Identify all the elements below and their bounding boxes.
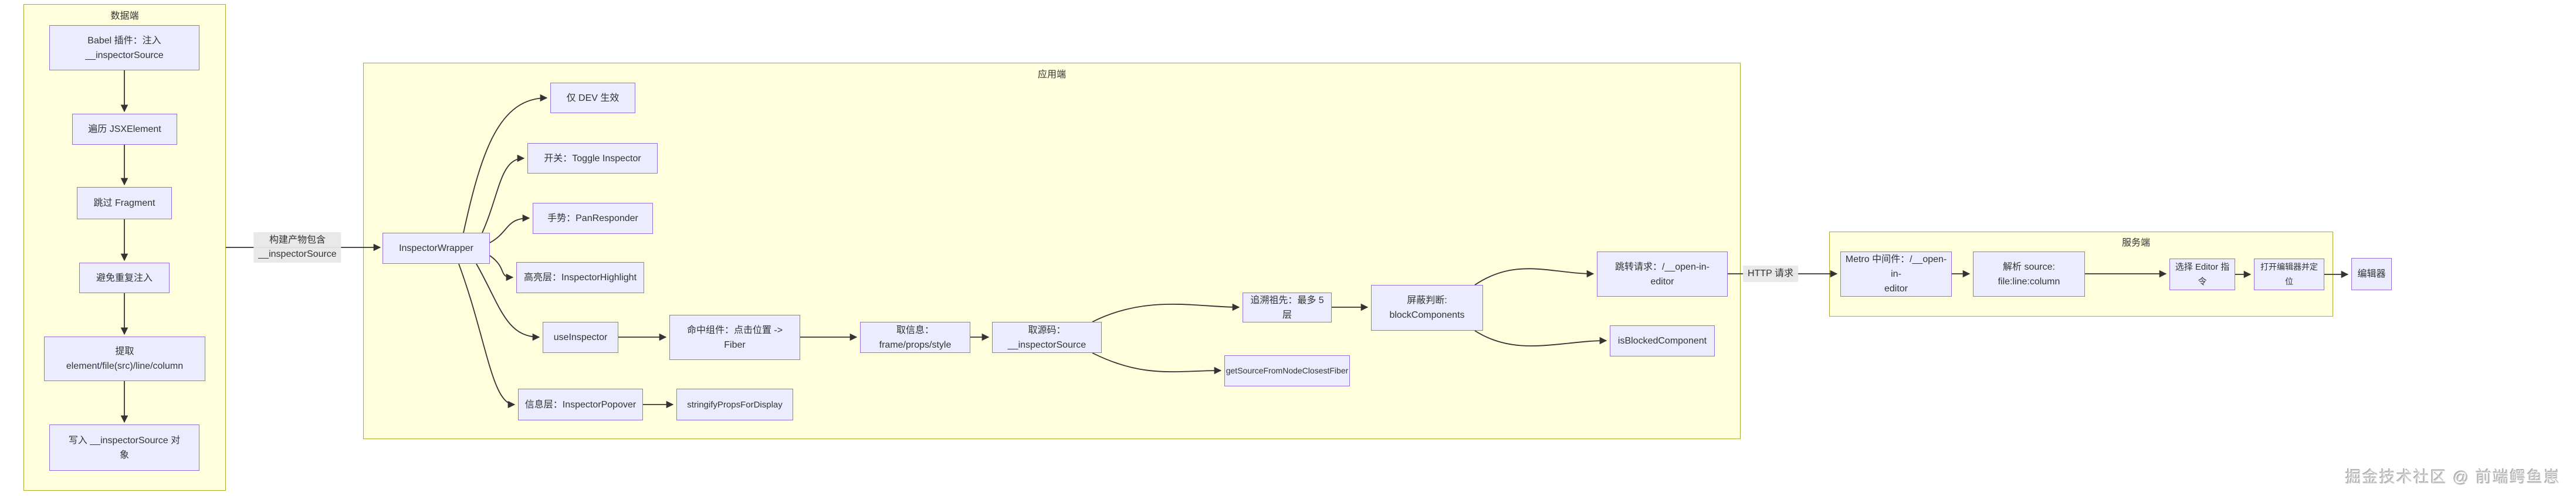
- edge-wrapper-gesture: [489, 214, 530, 243]
- edge-wrapper-devonly: [463, 94, 548, 233]
- node-toggle-inspector: 开关：Toggle Inspector: [527, 143, 658, 174]
- watermark-text: 掘金技术社区 @ 前端鳄鱼崽: [2345, 468, 2561, 486]
- node-inspector-popover: 信息层：InspectorPopover: [518, 389, 643, 420]
- node-block-judge: 屏蔽判断: blockComponents: [1371, 285, 1483, 331]
- node-inspector-highlight: 高亮层：InspectorHighlight: [516, 262, 644, 293]
- cluster-server-label: 服务端: [2122, 238, 2151, 248]
- edge-blockjudge-isblocked: [1474, 330, 1607, 346]
- cluster-data-label: 数据端: [110, 11, 139, 21]
- node-write-inspectorsource: 写入 __inspectorSource 对 象: [49, 424, 199, 471]
- edge-blockjudge-jump: [1474, 268, 1595, 286]
- node-traverse-jsxelement: 遍历 JSXElement: [72, 114, 177, 145]
- node-choose-editor: 选择 Editor 指令: [2169, 259, 2235, 290]
- node-get-info: 取信息：frame/props/style: [860, 322, 970, 353]
- node-use-inspector: useInspector: [543, 322, 618, 353]
- edge-wrapper-highlight: [489, 255, 514, 281]
- node-panresponder: 手势：PanResponder: [533, 203, 653, 234]
- edge-label-http-request: HTTP 请求: [1743, 266, 1798, 282]
- node-skip-fragment: 跳过 Fragment: [77, 187, 172, 219]
- node-dev-only: 仅 DEV 生效: [550, 83, 635, 113]
- node-stringify-props: stringifyPropsForDisplay: [676, 389, 793, 420]
- node-avoid-duplicate: 避免重复注入: [79, 263, 170, 293]
- node-jump-request: 跳转请求：/__open-in- editor: [1597, 252, 1728, 297]
- node-extract-info: 提取 element/file(src)/line/column: [44, 337, 205, 381]
- edge-wrapper-toggle: [482, 154, 525, 233]
- node-is-blocked-component: isBlockedComponent: [1610, 325, 1715, 356]
- node-babel-plugin: Babel 插件：注入 __inspectorSource: [49, 25, 199, 70]
- node-parse-source: 解析 source: file:line:column: [1973, 252, 2085, 297]
- node-trace-ancestors: 追溯祖先：最多 5 层: [1243, 293, 1332, 322]
- edge-getsource-ancestors: [1092, 303, 1240, 322]
- edge-wrapper-popover: [458, 263, 516, 409]
- edge-label-build-artifact: 构建产物包含 __inspectorSource: [253, 232, 341, 263]
- edge-wrapper-useinspector: [476, 263, 540, 341]
- node-hit-component: 命中组件：点击位置 -> Fiber: [669, 315, 800, 360]
- edge-getsource-closestfiber: [1092, 352, 1222, 375]
- cluster-app-side: 应用端: [363, 63, 1741, 439]
- node-editor: 编辑器: [2351, 258, 2392, 290]
- node-open-editor: 打开编辑器并定位: [2254, 259, 2324, 290]
- node-get-source-from-node: getSourceFromNodeClosestFiber: [1224, 355, 1350, 386]
- cluster-app-label: 应用端: [1037, 70, 1066, 80]
- node-inspector-wrapper: InspectorWrapper: [382, 233, 490, 264]
- node-metro-middleware: Metro 中间件：/__open-in- editor: [1840, 252, 1952, 297]
- node-get-source: 取源码：__inspectorSource: [992, 322, 1102, 353]
